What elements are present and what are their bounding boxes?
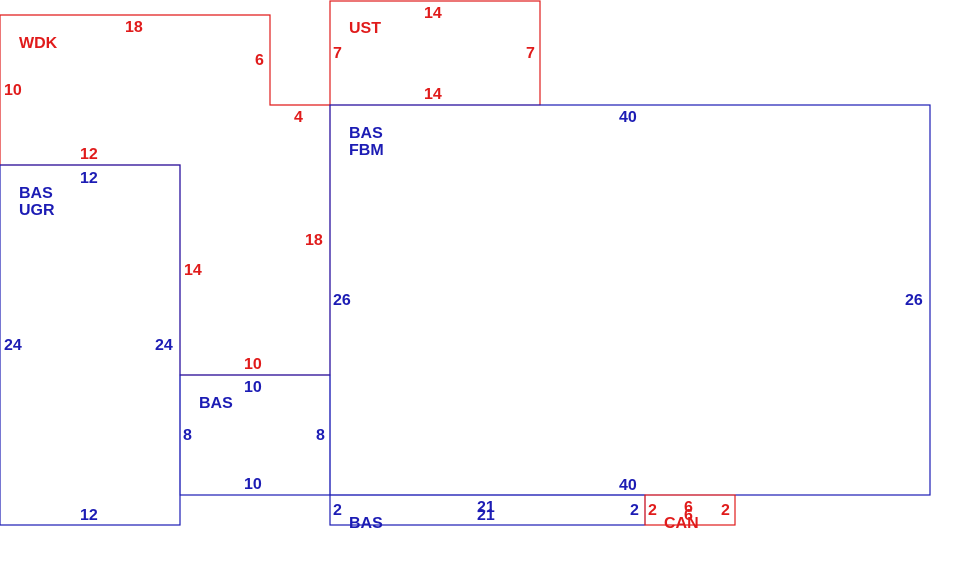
ust-name: UST [349,20,381,37]
can-dim-top: 6 [684,499,693,516]
wdk-dim-left: 10 [4,82,22,99]
wdk-dim-step-down: 6 [255,52,264,69]
wdk-dim-step-across: 4 [294,109,303,126]
can-outline [644,494,736,526]
bas-strip-dim-right: 2 [630,502,639,519]
wdk-dim-right: 18 [305,232,323,249]
ust-dim-bottom: 14 [424,86,442,103]
bas-mid-dim-top: 10 [244,379,262,396]
can-name: CAN [664,515,699,532]
bas-fbm-outline [329,104,931,496]
bas-mid-dim-right: 8 [316,427,325,444]
bas-mid-outline [179,374,331,496]
ust-dim-right: 7 [526,45,535,62]
bas-fbm-name-1: BAS [349,125,383,142]
bas-fbm-dim-bottom: 40 [619,477,637,494]
bas-strip-name: BAS [349,515,383,532]
bas-fbm-name-2: FBM [349,142,384,159]
bas-mid-dim-top-outer: 10 [244,356,262,373]
wdk-dim-bottom: 12 [80,146,98,163]
can-dim-bottom: 6 [684,507,693,524]
bas-mid-name: BAS [199,395,233,412]
bas-ugr-outline [0,164,181,526]
bas-fbm-dim-top: 40 [619,109,637,126]
bas-strip-dim-left: 2 [333,502,342,519]
bas-ugr-dim-left: 24 [4,337,22,354]
wdk-dim-side: 14 [184,262,202,279]
bas-fbm-dim-right: 26 [905,292,923,309]
ust-dim-top: 14 [424,5,442,22]
bas-strip-dim-bottom: 21 [477,507,495,524]
bas-ugr-name-1: BAS [19,185,53,202]
wdk-name: WDK [19,35,58,52]
bas-ugr-name-2: UGR [19,202,55,219]
wdk-dim-top: 18 [125,19,143,36]
bas-ugr-dim-top: 12 [80,170,98,187]
bas-mid-dim-left: 8 [183,427,192,444]
can-dim-right: 2 [721,502,730,519]
bas-ugr-dim-bottom: 12 [80,507,98,524]
bas-ugr-dim-right: 24 [155,337,173,354]
bas-mid-dim-bottom: 10 [244,476,262,493]
bas-strip-dim-top: 21 [477,499,495,516]
bas-fbm-dim-left: 26 [333,292,351,309]
can-dim-left: 2 [648,502,657,519]
ust-dim-left: 7 [333,45,342,62]
